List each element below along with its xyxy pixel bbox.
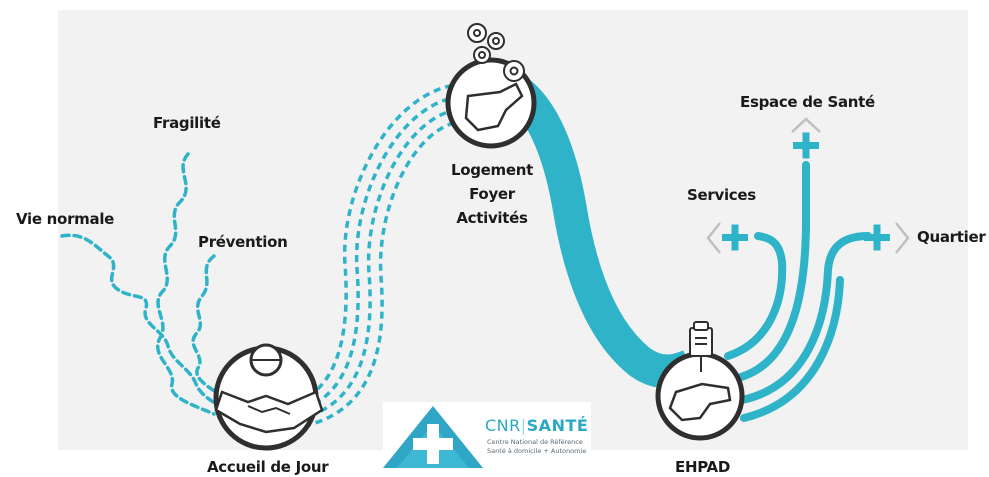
label-ehpad: EHPAD (675, 458, 730, 476)
label-activites: Activités (456, 209, 528, 227)
services-plus-icon (706, 222, 748, 254)
label-services: Services (687, 186, 756, 204)
label-prevention: Prévention (198, 233, 288, 251)
logo-brand-left: CNR (485, 416, 521, 435)
fragilite-path (156, 152, 216, 416)
logement-ehpad-ribbon (498, 69, 697, 389)
label-vie-normale: Vie normale (16, 210, 115, 228)
prevention-path (191, 254, 224, 398)
label-logement-group: Logement Foyer Activités (444, 158, 540, 230)
logo-line1: Centre National de Référence (487, 438, 583, 446)
label-quartier: Quartier (917, 228, 986, 246)
branch-espace-sante (734, 161, 810, 382)
logo-line2: Santé à domicile + Autonomie (487, 447, 587, 455)
accueil-logement-path-3 (297, 107, 462, 421)
label-espace-de-sante: Espace de Santé (740, 93, 875, 111)
label-foyer: Foyer (469, 185, 515, 203)
label-accueil-de-jour: Accueil de Jour (207, 458, 329, 476)
espace-sante-plus-icon (791, 117, 821, 159)
logo-brand: CNR|SANTÉ (485, 416, 588, 435)
handshake-icon (214, 390, 324, 434)
logo-house-icon (383, 406, 483, 468)
logement-node (445, 23, 537, 149)
vie-normale-path (60, 233, 228, 412)
branch-quartier-2 (740, 276, 844, 422)
accueil-logement-path-2 (291, 95, 459, 414)
cnrsante-logo: CNR|SANTÉ Centre National de Référence S… (383, 402, 591, 472)
branch-quartier (738, 232, 872, 404)
hand-icon-ehpad (668, 382, 732, 422)
label-fragilite: Fragilité (153, 114, 221, 132)
accueil-logement-path-1 (285, 83, 456, 407)
label-logement: Logement (450, 161, 534, 179)
hand-icon-logement (464, 82, 524, 132)
accueil-logement-path-4 (303, 119, 465, 428)
quartier-plus-icon (864, 222, 910, 254)
logo-brand-right: SANTÉ (526, 416, 589, 435)
clipboard-icon (689, 321, 713, 372)
logo-brand-sep: | (520, 416, 527, 435)
gears-icon (467, 23, 525, 82)
ehpad-node (655, 321, 745, 441)
branch-services (724, 232, 787, 360)
accueil-node (213, 343, 324, 451)
